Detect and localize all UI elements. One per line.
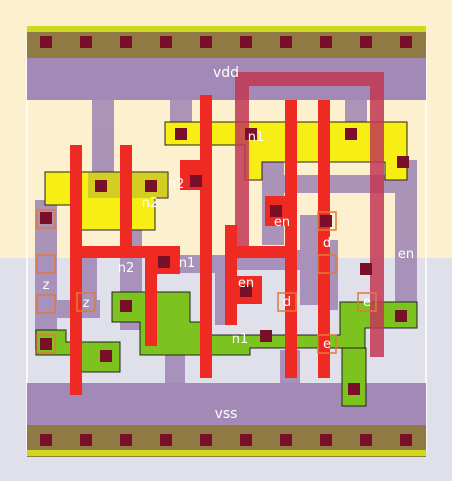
label-n2-mid: n2 (142, 196, 159, 211)
label-e-lower: e (323, 337, 331, 352)
label-d-upper: d (323, 236, 331, 251)
pin-outlines (36, 209, 377, 354)
label-n2-left: n2 (118, 261, 135, 276)
vdd-rail-edge (27, 26, 426, 32)
vss-rail-edge (27, 450, 426, 456)
label-en-lower: en (238, 276, 254, 291)
poly-gates (70, 95, 330, 395)
contacts (40, 36, 412, 446)
label-n1-bottom: n1 (232, 332, 249, 347)
label-z-pin: z (43, 278, 50, 293)
label-n1-mid: n1 (179, 256, 196, 271)
contact-pad-e (341, 347, 367, 407)
contact-e-bottom (348, 383, 360, 395)
metal2-routing (235, 72, 384, 357)
label-vdd: vdd (213, 65, 239, 81)
label-vss: vss (215, 406, 238, 422)
label-d-lower: d (283, 295, 291, 310)
label-z-port: z (83, 296, 90, 311)
label-en-upper: en (274, 215, 290, 230)
label-n1-top: n1 (248, 130, 265, 145)
label-n2-right: n2 (168, 177, 185, 192)
label-en-right: en (398, 247, 414, 262)
label-e-upper: e (363, 295, 371, 310)
